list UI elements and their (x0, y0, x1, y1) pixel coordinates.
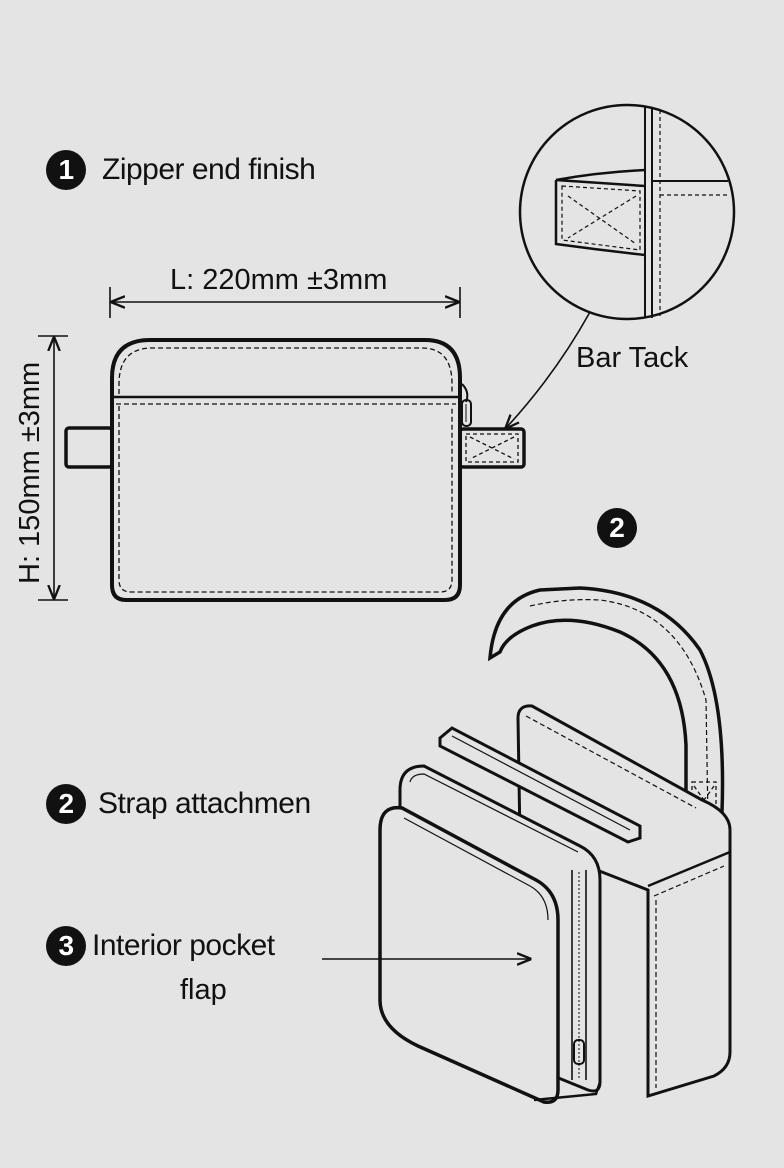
length-dimension-text: L: 220mm ±3mm (170, 264, 388, 296)
bar-tack-leader-line (506, 311, 591, 428)
length-dimension-line (109, 287, 461, 318)
callout-2-text: Strap attachmen (98, 787, 311, 820)
callout-3-number: 3 (46, 926, 86, 966)
bar-tack-detail-view (518, 103, 736, 321)
back-panel-pocket-line (647, 850, 731, 888)
left-side-tab (64, 426, 114, 469)
right-tab-bar-tack (465, 433, 519, 463)
callout-1-text: Zipper end finish (102, 153, 316, 186)
callout-3-text-line2: flap (180, 974, 227, 1006)
interior-zipper (571, 870, 587, 1080)
bag-base (533, 1081, 602, 1102)
zipper-pull-icon (461, 383, 472, 427)
bar-tack-label: Bar Tack (576, 342, 689, 374)
front-view-pouch (64, 338, 526, 602)
front-pocket-flap (378, 805, 560, 1104)
callout-3-text-line1: Interior pocket (92, 929, 275, 962)
body-topstitch (118, 406, 453, 593)
pouch-body-outline (110, 338, 462, 602)
top-topstitch (118, 347, 453, 394)
height-dimension-text: H: 150mm ±3mm (14, 361, 46, 584)
callout-2-number: 2 (46, 784, 86, 824)
callout-2: 2 Strap attachmen (46, 784, 311, 824)
callout-3: 3 Interior pocket (46, 926, 275, 966)
callout-1-number: 1 (46, 150, 86, 190)
exploded-view-number: 2 (597, 508, 637, 548)
height-dimension-line (38, 335, 68, 601)
zipper-slider-icon (573, 1039, 585, 1065)
exploded-view-bag (378, 586, 732, 1104)
callout-1: 1 Zipper end finish (46, 150, 316, 190)
detail-panel-edge (644, 107, 728, 318)
detail-strap-loop (554, 168, 647, 257)
